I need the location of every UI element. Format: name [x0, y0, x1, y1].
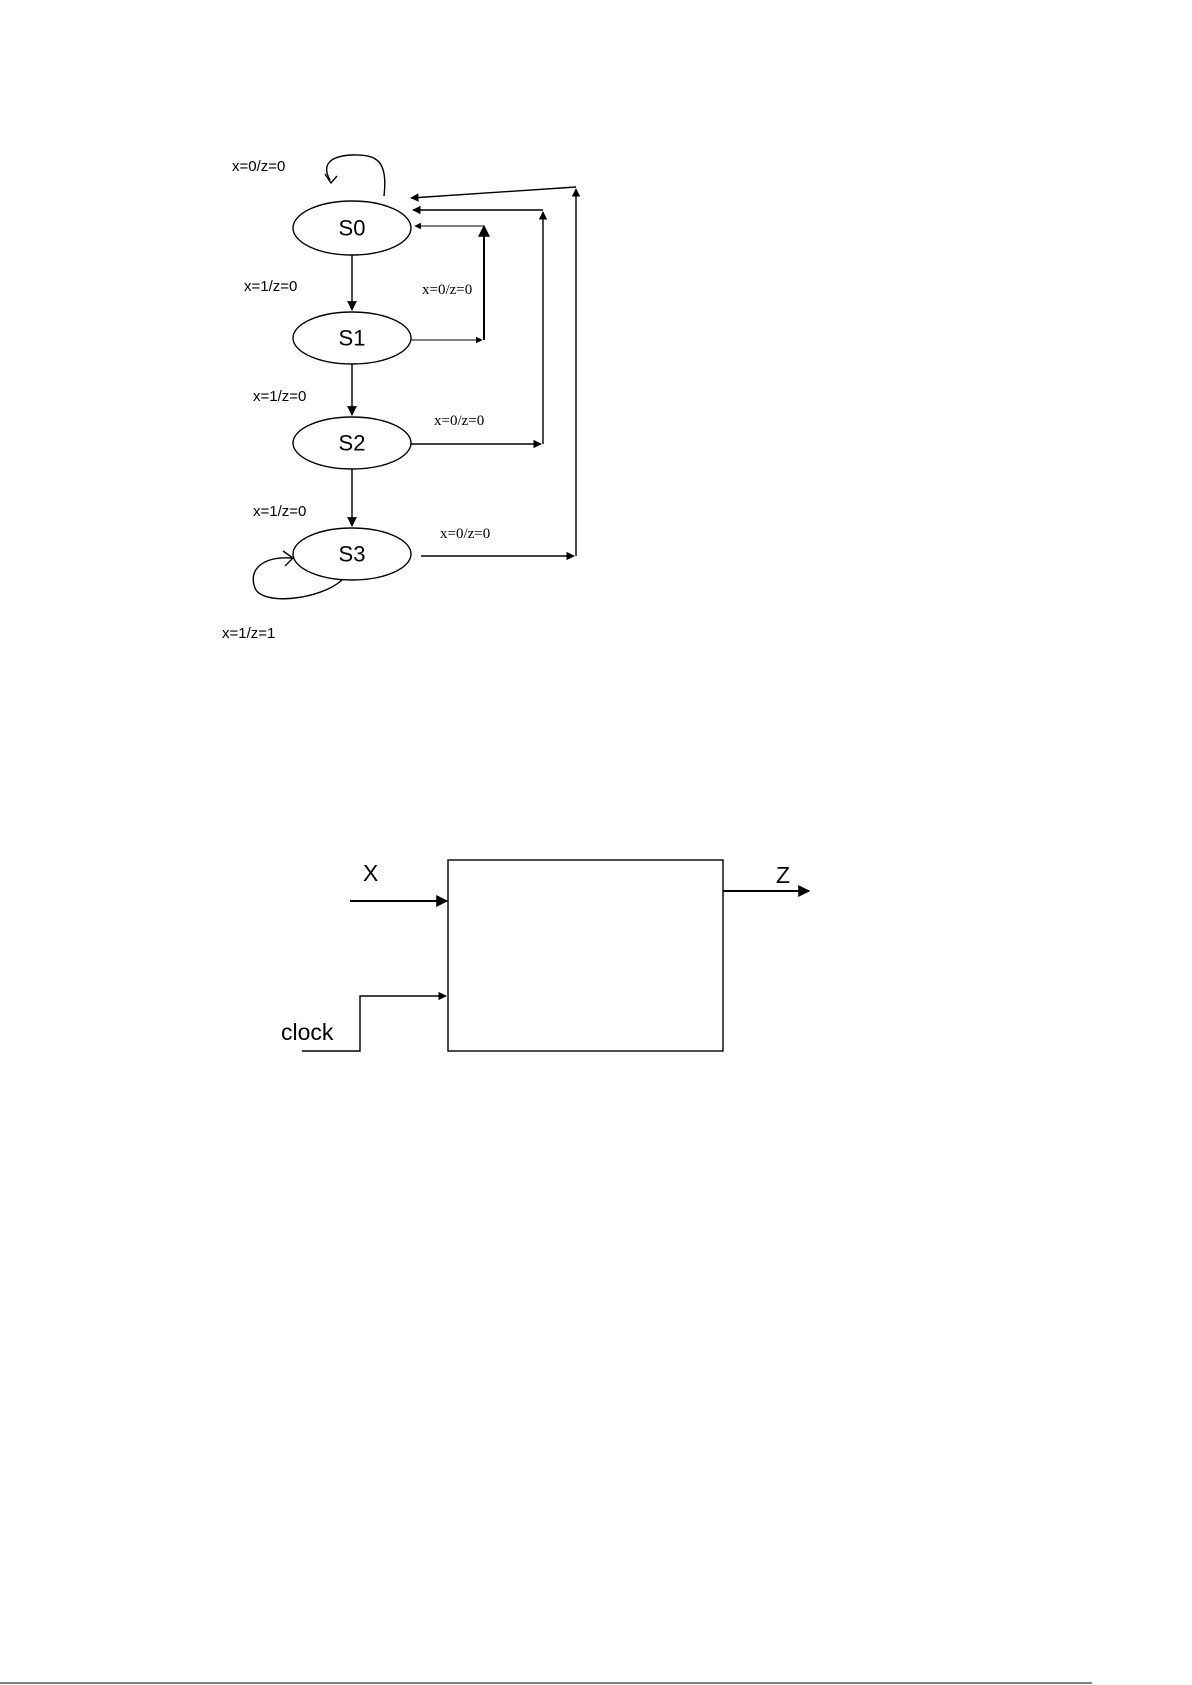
- s1-to-s0-label: x=0/z=0: [422, 282, 472, 298]
- s3-to-s0-label: x=0/z=0: [440, 526, 490, 542]
- s0-self-loop-arrowhead: [325, 174, 337, 183]
- state-s3: S3: [293, 528, 411, 580]
- clock-label: clock: [281, 1019, 334, 1045]
- state-s2-label: S2: [339, 431, 366, 456]
- state-s1: S1: [293, 312, 411, 364]
- state-s0-label: S0: [339, 216, 366, 241]
- s0-self-loop-arrow: [327, 155, 385, 196]
- state-s3-label: S3: [339, 542, 366, 567]
- s3-self-loop-label: x=1/z=1: [222, 625, 275, 642]
- output-z-label: Z: [776, 862, 790, 888]
- state-s0: S0: [293, 201, 411, 255]
- input-x-label: X: [363, 860, 378, 886]
- s0-self-loop-label: x=0/z=0: [232, 158, 285, 175]
- s2-to-s0-label: x=0/z=0: [434, 413, 484, 429]
- s3-return-arrow-in: [411, 187, 576, 198]
- s1-to-s2-label: x=1/z=0: [253, 388, 306, 405]
- s2-to-s3-label: x=1/z=0: [253, 503, 306, 520]
- circuit-block: [448, 860, 723, 1051]
- state-s2: S2: [293, 417, 411, 469]
- state-s1-label: S1: [339, 326, 366, 351]
- block-diagram: X clock Z: [281, 860, 809, 1051]
- state-diagram: x=0/z=0 S0 S1 S2 S3 x=1/z=0 x=1/z=0 x=1/…: [222, 155, 576, 642]
- s0-to-s1-label: x=1/z=0: [244, 278, 297, 295]
